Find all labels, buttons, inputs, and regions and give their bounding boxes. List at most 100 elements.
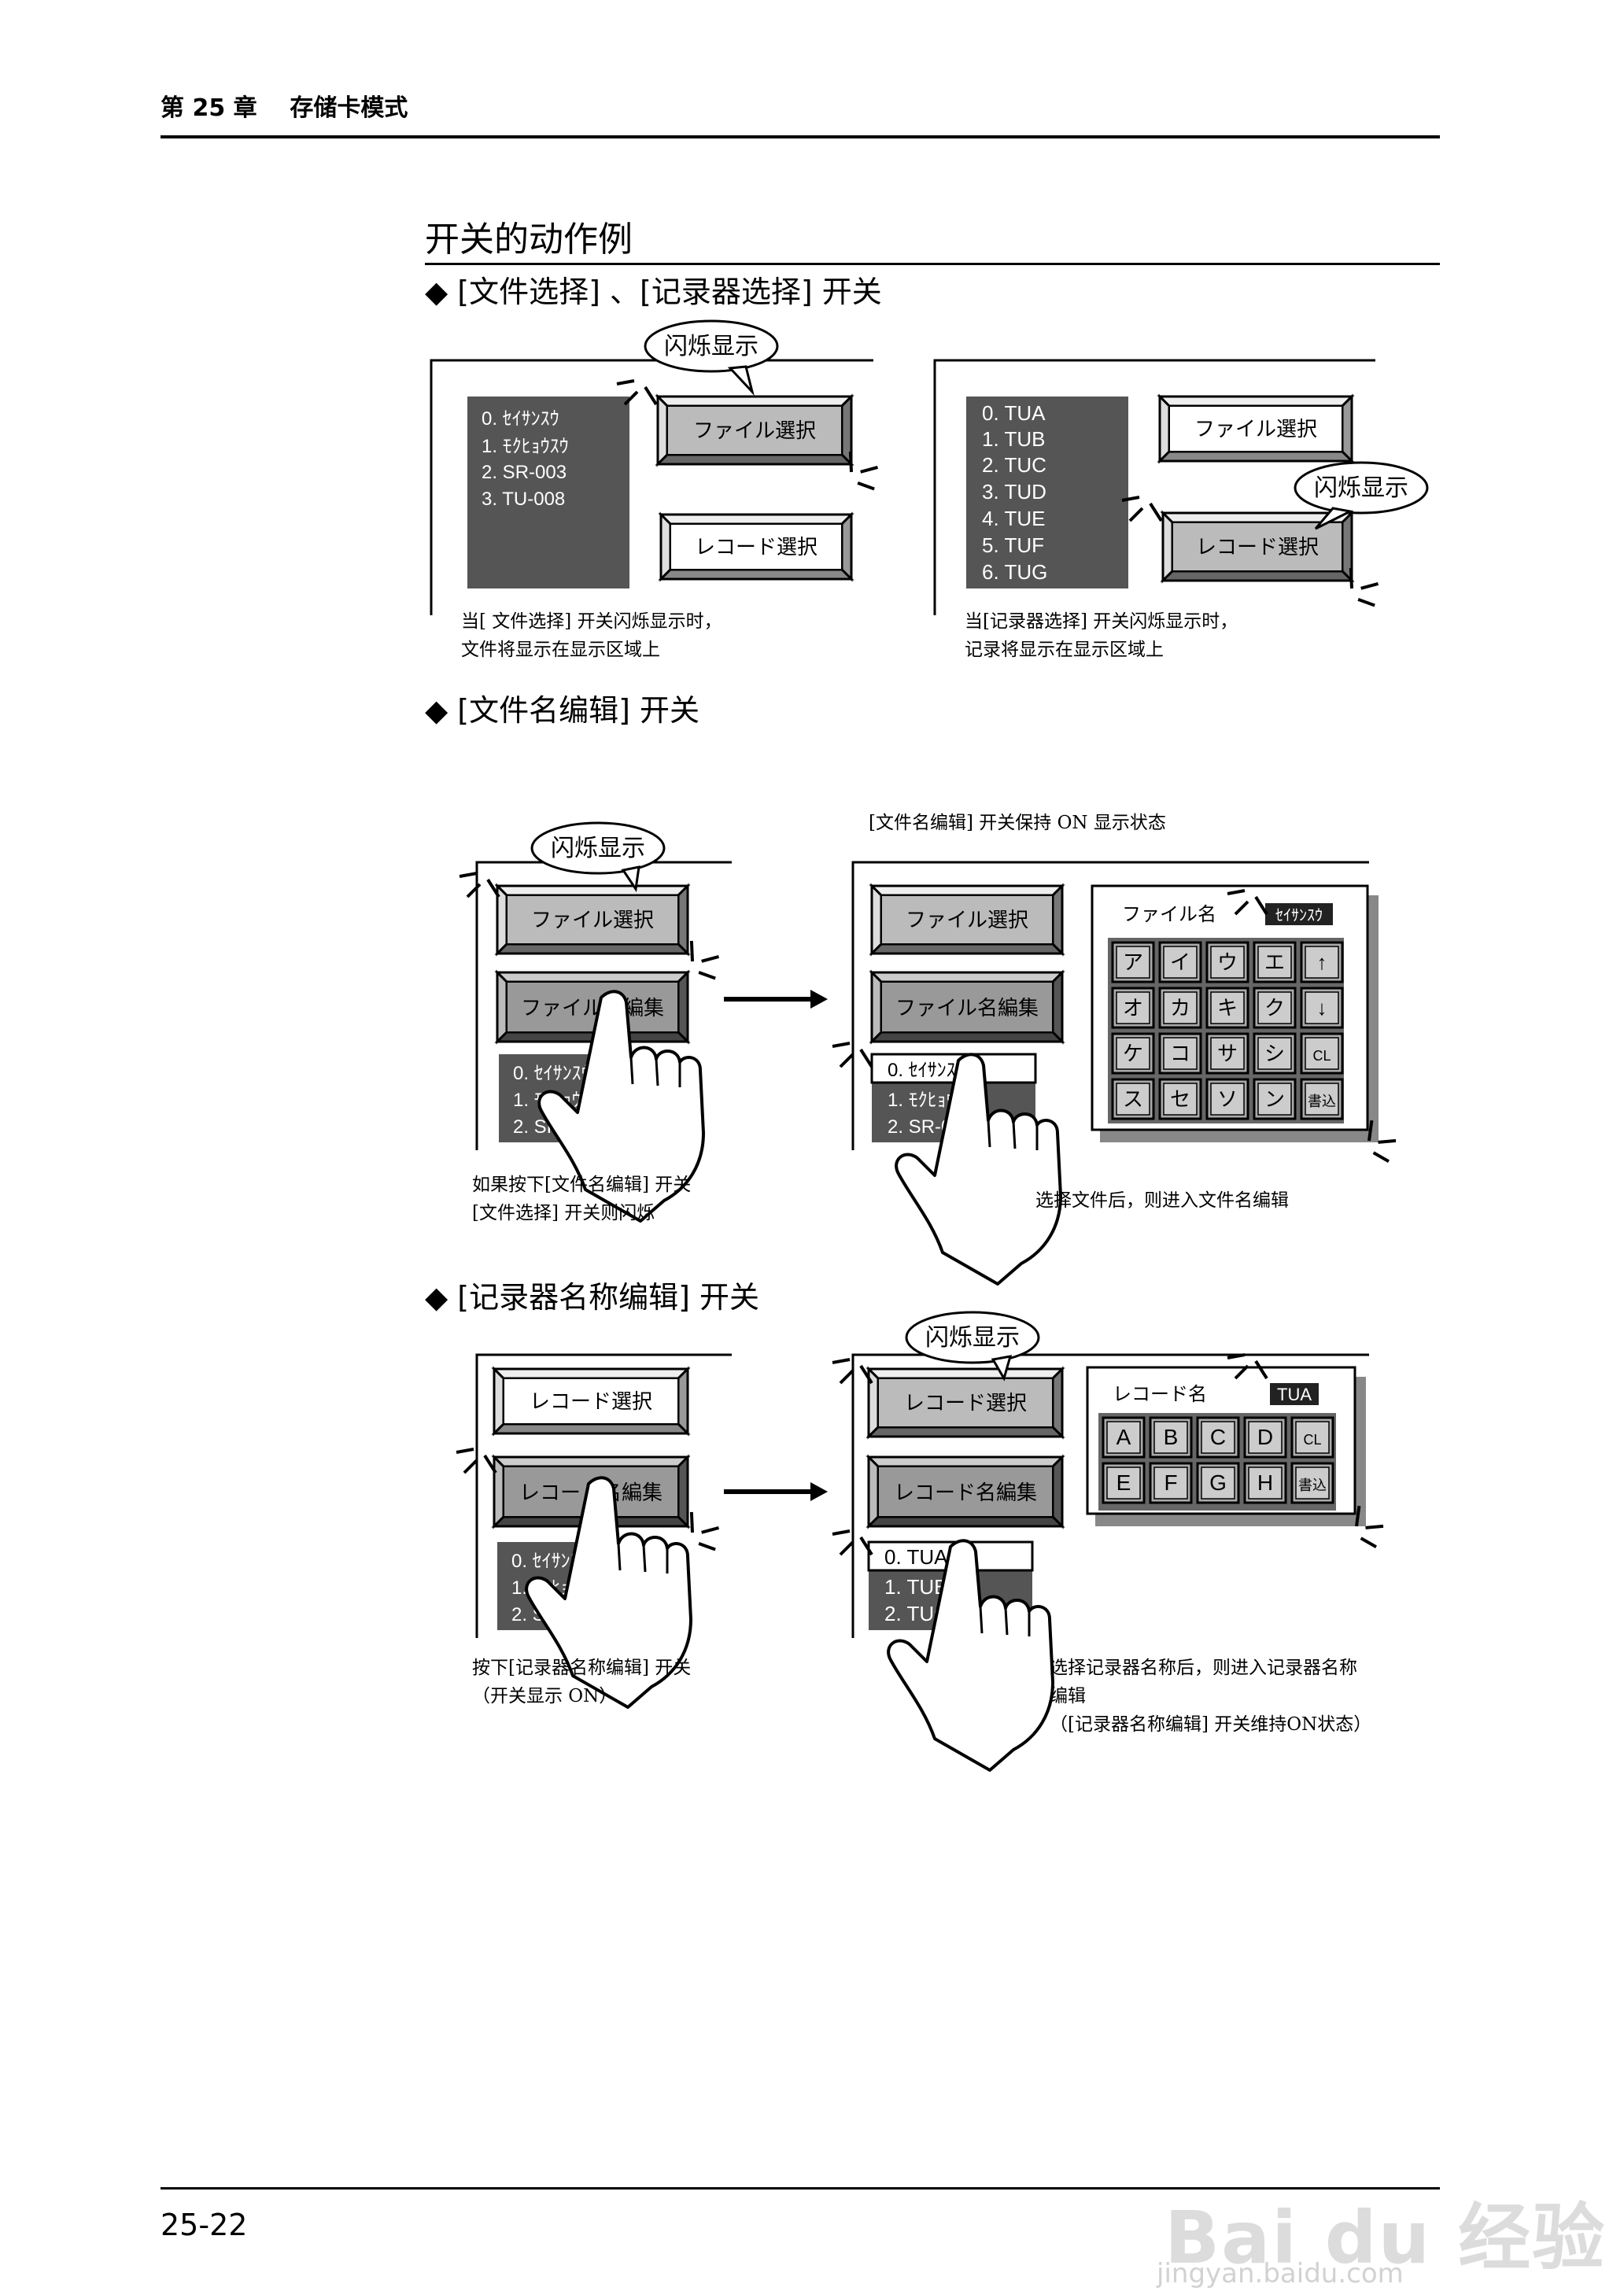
keypad-key[interactable]: シ bbox=[1253, 1032, 1297, 1075]
keypad-key[interactable]: ↓ bbox=[1300, 987, 1344, 1029]
chapter-title: 存储卡模式 bbox=[290, 94, 408, 122]
arrow-icon bbox=[724, 990, 828, 1009]
watermark-brand: Bai du 经验 bbox=[1164, 2196, 1607, 2280]
keypad-key[interactable]: F bbox=[1149, 1462, 1193, 1504]
keypad-key[interactable]: ス bbox=[1111, 1078, 1155, 1120]
record-list-item: 4. TUE bbox=[982, 507, 1045, 530]
keypad-key-label: オ bbox=[1123, 996, 1143, 1020]
svg-text:ファイル名編集: ファイル名編集 bbox=[521, 996, 664, 1020]
keypad-key-label: イ bbox=[1170, 950, 1190, 974]
keypad-key-label: ウ bbox=[1217, 950, 1238, 974]
keypad-key[interactable]: B bbox=[1149, 1416, 1193, 1459]
section-title: 开关的动作例 bbox=[425, 220, 633, 260]
keypad-key[interactable]: H bbox=[1243, 1462, 1287, 1504]
record-name-edit-button[interactable]: レコード名編集 bbox=[866, 1454, 1065, 1529]
file-select-button[interactable]: ファイル選択 bbox=[494, 883, 691, 957]
keypad-key-label: D bbox=[1257, 1425, 1273, 1449]
file-name-edit-button[interactable]: ファイル名編集 bbox=[494, 969, 691, 1045]
keypad-key[interactable]: 書込 bbox=[1300, 1078, 1344, 1120]
svg-text:レコード選択: レコード選択 bbox=[530, 1389, 652, 1413]
keypad-key[interactable]: カ bbox=[1158, 987, 1202, 1029]
keypad-key[interactable]: CL bbox=[1290, 1416, 1334, 1459]
keypad-key[interactable]: A bbox=[1102, 1416, 1146, 1459]
keypad-key-label: セ bbox=[1170, 1087, 1190, 1111]
diagram-file-name-edit-before: ファイル選択 ファイル名編集 0. ｾｲｻﾝｽｳ 1. ﾓｸﾋｮｳｽｳ 2. S… bbox=[458, 821, 732, 1223]
keypad-key[interactable]: ク bbox=[1253, 987, 1297, 1029]
keypad-key-label: B bbox=[1164, 1425, 1179, 1449]
file-select-label: ファイル選択 bbox=[693, 419, 816, 442]
record-list-item: 0. TUA bbox=[982, 401, 1046, 425]
keypad-key[interactable]: ウ bbox=[1205, 941, 1249, 983]
keypad-key-label: コ bbox=[1170, 1042, 1190, 1065]
keypad-key[interactable]: エ bbox=[1253, 941, 1297, 983]
keypad-key[interactable]: ↑ bbox=[1300, 941, 1344, 983]
keypad-key-label: 書込 bbox=[1298, 1478, 1327, 1493]
keypad-key[interactable]: イ bbox=[1158, 941, 1202, 983]
keypad-key[interactable]: ソ bbox=[1205, 1078, 1249, 1120]
keypad-key-label: ク bbox=[1264, 996, 1285, 1020]
svg-text:闪烁显示: 闪烁显示 bbox=[551, 836, 645, 861]
svg-text:TUA: TUA bbox=[1277, 1385, 1312, 1404]
keypad-key-label: CL bbox=[1303, 1432, 1321, 1448]
footer-rule bbox=[161, 2187, 1440, 2190]
record-select-button[interactable]: レコード選択 bbox=[866, 1366, 1065, 1440]
keypad-key[interactable]: キ bbox=[1205, 987, 1249, 1029]
caption-record-select: 当[记录器选择] 开关闪烁显示时， 记录将显示在显示区域上 bbox=[965, 611, 1238, 660]
keypad-key[interactable]: ケ bbox=[1111, 1032, 1155, 1075]
keypad-key-label: ス bbox=[1123, 1087, 1143, 1111]
keypad-key-label: サ bbox=[1217, 1042, 1238, 1065]
file-list-item: 1. ﾓｸﾋｮｳｽｳ bbox=[482, 436, 569, 457]
svg-text:ファイル名編集: ファイル名編集 bbox=[895, 996, 1039, 1020]
keypad-key-label: カ bbox=[1170, 996, 1190, 1020]
keypad-key[interactable]: セ bbox=[1158, 1078, 1202, 1120]
svg-text:1. TUB: 1. TUB bbox=[884, 1575, 947, 1599]
keypad-key[interactable]: コ bbox=[1158, 1032, 1202, 1075]
keypad-key-label: F bbox=[1164, 1470, 1177, 1495]
file-select-button[interactable]: ファイル選択 bbox=[655, 393, 854, 467]
keypad-key-label: ア bbox=[1123, 950, 1143, 974]
svg-text:0. ｾｲｻﾝｽｳ: 0. ｾｲｻﾝｽｳ bbox=[513, 1063, 591, 1084]
keypad-key[interactable]: C bbox=[1196, 1416, 1240, 1459]
record-list-item: 1. TUB bbox=[982, 427, 1045, 451]
chapter-number: 第 25 章 bbox=[161, 94, 257, 122]
keypad-key-label: 書込 bbox=[1308, 1094, 1336, 1109]
svg-text:0. ｾｲｻﾝｽｳ: 0. ｾｲｻﾝｽｳ bbox=[888, 1060, 965, 1081]
record-list-item: 2. TUC bbox=[982, 453, 1046, 477]
keypad-key[interactable]: G bbox=[1196, 1462, 1240, 1504]
keypad-key[interactable]: D bbox=[1243, 1416, 1287, 1459]
svg-text:ファイル選択: ファイル選択 bbox=[906, 908, 1028, 932]
keypad-key[interactable]: ア bbox=[1111, 941, 1155, 983]
file-select-button[interactable]: ファイル選択 bbox=[1157, 393, 1355, 464]
keypad-key[interactable]: サ bbox=[1205, 1032, 1249, 1075]
file-select-button[interactable]: ファイル選択 bbox=[869, 883, 1065, 957]
svg-text:0. TUA: 0. TUA bbox=[884, 1545, 948, 1569]
keypad-key-label: CL bbox=[1312, 1048, 1331, 1064]
svg-text:闪烁显示: 闪烁显示 bbox=[664, 334, 758, 360]
svg-text:ファイル選択: ファイル選択 bbox=[531, 908, 654, 932]
svg-text:レコード名: レコード名 bbox=[1113, 1384, 1207, 1405]
svg-text:闪烁显示: 闪烁显示 bbox=[1314, 475, 1408, 501]
keypad-key[interactable]: 書込 bbox=[1290, 1462, 1334, 1504]
header-rule bbox=[161, 135, 1440, 138]
keypad-key[interactable]: E bbox=[1102, 1462, 1146, 1504]
diagram-record-name-edit-after: レコード選択 レコード名編集 0. TUA 1. TUB 2. TUC 闪烁显示… bbox=[831, 1311, 1391, 1772]
flash-bubble: 闪烁显示 bbox=[905, 1311, 1040, 1382]
caption-file-name-edit-after: 选择文件后，则进入文件名编辑 bbox=[1035, 1190, 1289, 1211]
record-select-button[interactable]: レコード選択 bbox=[658, 511, 854, 582]
keypad-key[interactable]: ン bbox=[1253, 1078, 1297, 1120]
file-list-item: 2. SR-003 bbox=[482, 462, 567, 483]
file-name-edit-button[interactable]: ファイル名編集 bbox=[869, 969, 1065, 1045]
record-select-button[interactable]: レコード選択 bbox=[491, 1366, 691, 1437]
record-select-button[interactable]: レコード選択 bbox=[1160, 510, 1355, 584]
keypad-key[interactable]: オ bbox=[1111, 987, 1155, 1029]
keypad-key-label: ↓ bbox=[1317, 996, 1327, 1020]
keypad-key-label: ソ bbox=[1217, 1087, 1238, 1111]
subsection-1-title: ◆ [文件选择] 、[记录器选择] 开关 bbox=[425, 275, 882, 309]
keypad-key-label: ン bbox=[1264, 1087, 1285, 1111]
keypad-key[interactable]: CL bbox=[1300, 1032, 1344, 1075]
keypad-key-label: G bbox=[1209, 1470, 1227, 1495]
svg-text:闪烁显示: 闪烁显示 bbox=[925, 1325, 1020, 1351]
caption-record-name-edit-after: 选择记录器名称后，则进入记录器名称 编辑 （[记录器名称编辑] 开关维持ON状态… bbox=[1050, 1658, 1372, 1735]
